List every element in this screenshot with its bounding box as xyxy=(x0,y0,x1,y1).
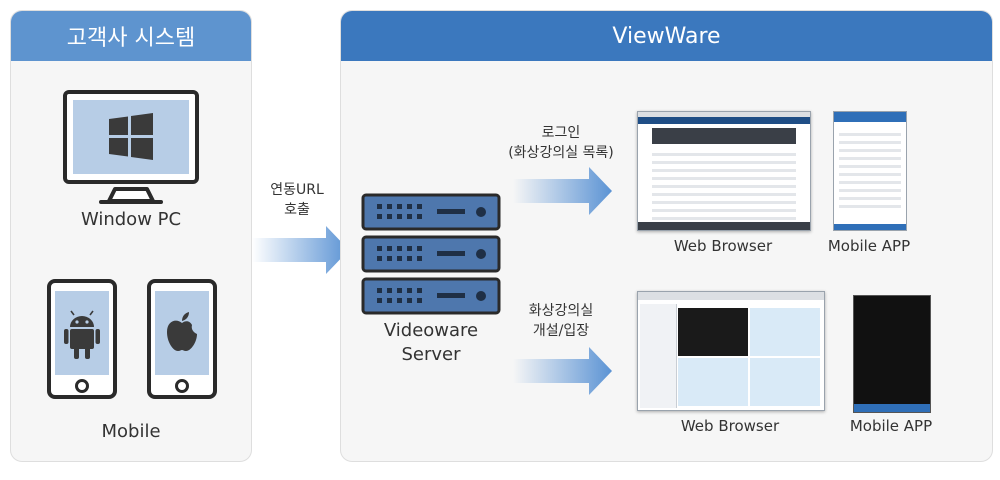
server-icon xyxy=(361,193,501,315)
apple-phone-icon xyxy=(147,279,217,399)
web-browser-video-room-screenshot xyxy=(637,291,825,411)
room-flow-label: 화상강의실 개설/입장 xyxy=(528,303,594,339)
mobile-app-label-2: Mobile APP xyxy=(849,417,933,435)
web-browser-room-list-screenshot xyxy=(637,111,811,231)
window-pc-label: Window PC xyxy=(80,209,182,230)
mobile-label: Mobile xyxy=(101,421,161,442)
link-url-call-label: 연동URL 호출 xyxy=(270,182,324,218)
mobile-app-label-1: Mobile APP xyxy=(827,237,911,255)
mobile-app-video-room-screenshot xyxy=(853,295,931,413)
web-browser-label-2: Web Browser xyxy=(680,417,780,435)
client-system-title: 고객사 시스템 xyxy=(11,11,251,61)
room-flow-arrow-icon xyxy=(513,347,612,395)
web-browser-label-1: Web Browser xyxy=(673,237,773,255)
login-flow-label: 로그인 (화상강의실 목록) xyxy=(508,125,614,161)
viewware-title: ViewWare xyxy=(341,11,992,61)
viewware-panel: ViewWare Videoware Server 로그인 (화상강의실 목록)… xyxy=(340,10,993,462)
client-system-panel: 고객사 시스템 Window PC xyxy=(10,10,252,462)
login-flow-arrow-icon xyxy=(513,167,612,215)
mobile-app-room-list-screenshot xyxy=(833,111,907,231)
videoware-server-label: Videoware Server xyxy=(383,320,479,365)
monitor-icon xyxy=(63,90,199,204)
android-phone-icon xyxy=(47,279,117,399)
link-arrow-icon xyxy=(252,226,349,274)
windows-logo-icon xyxy=(109,113,153,160)
